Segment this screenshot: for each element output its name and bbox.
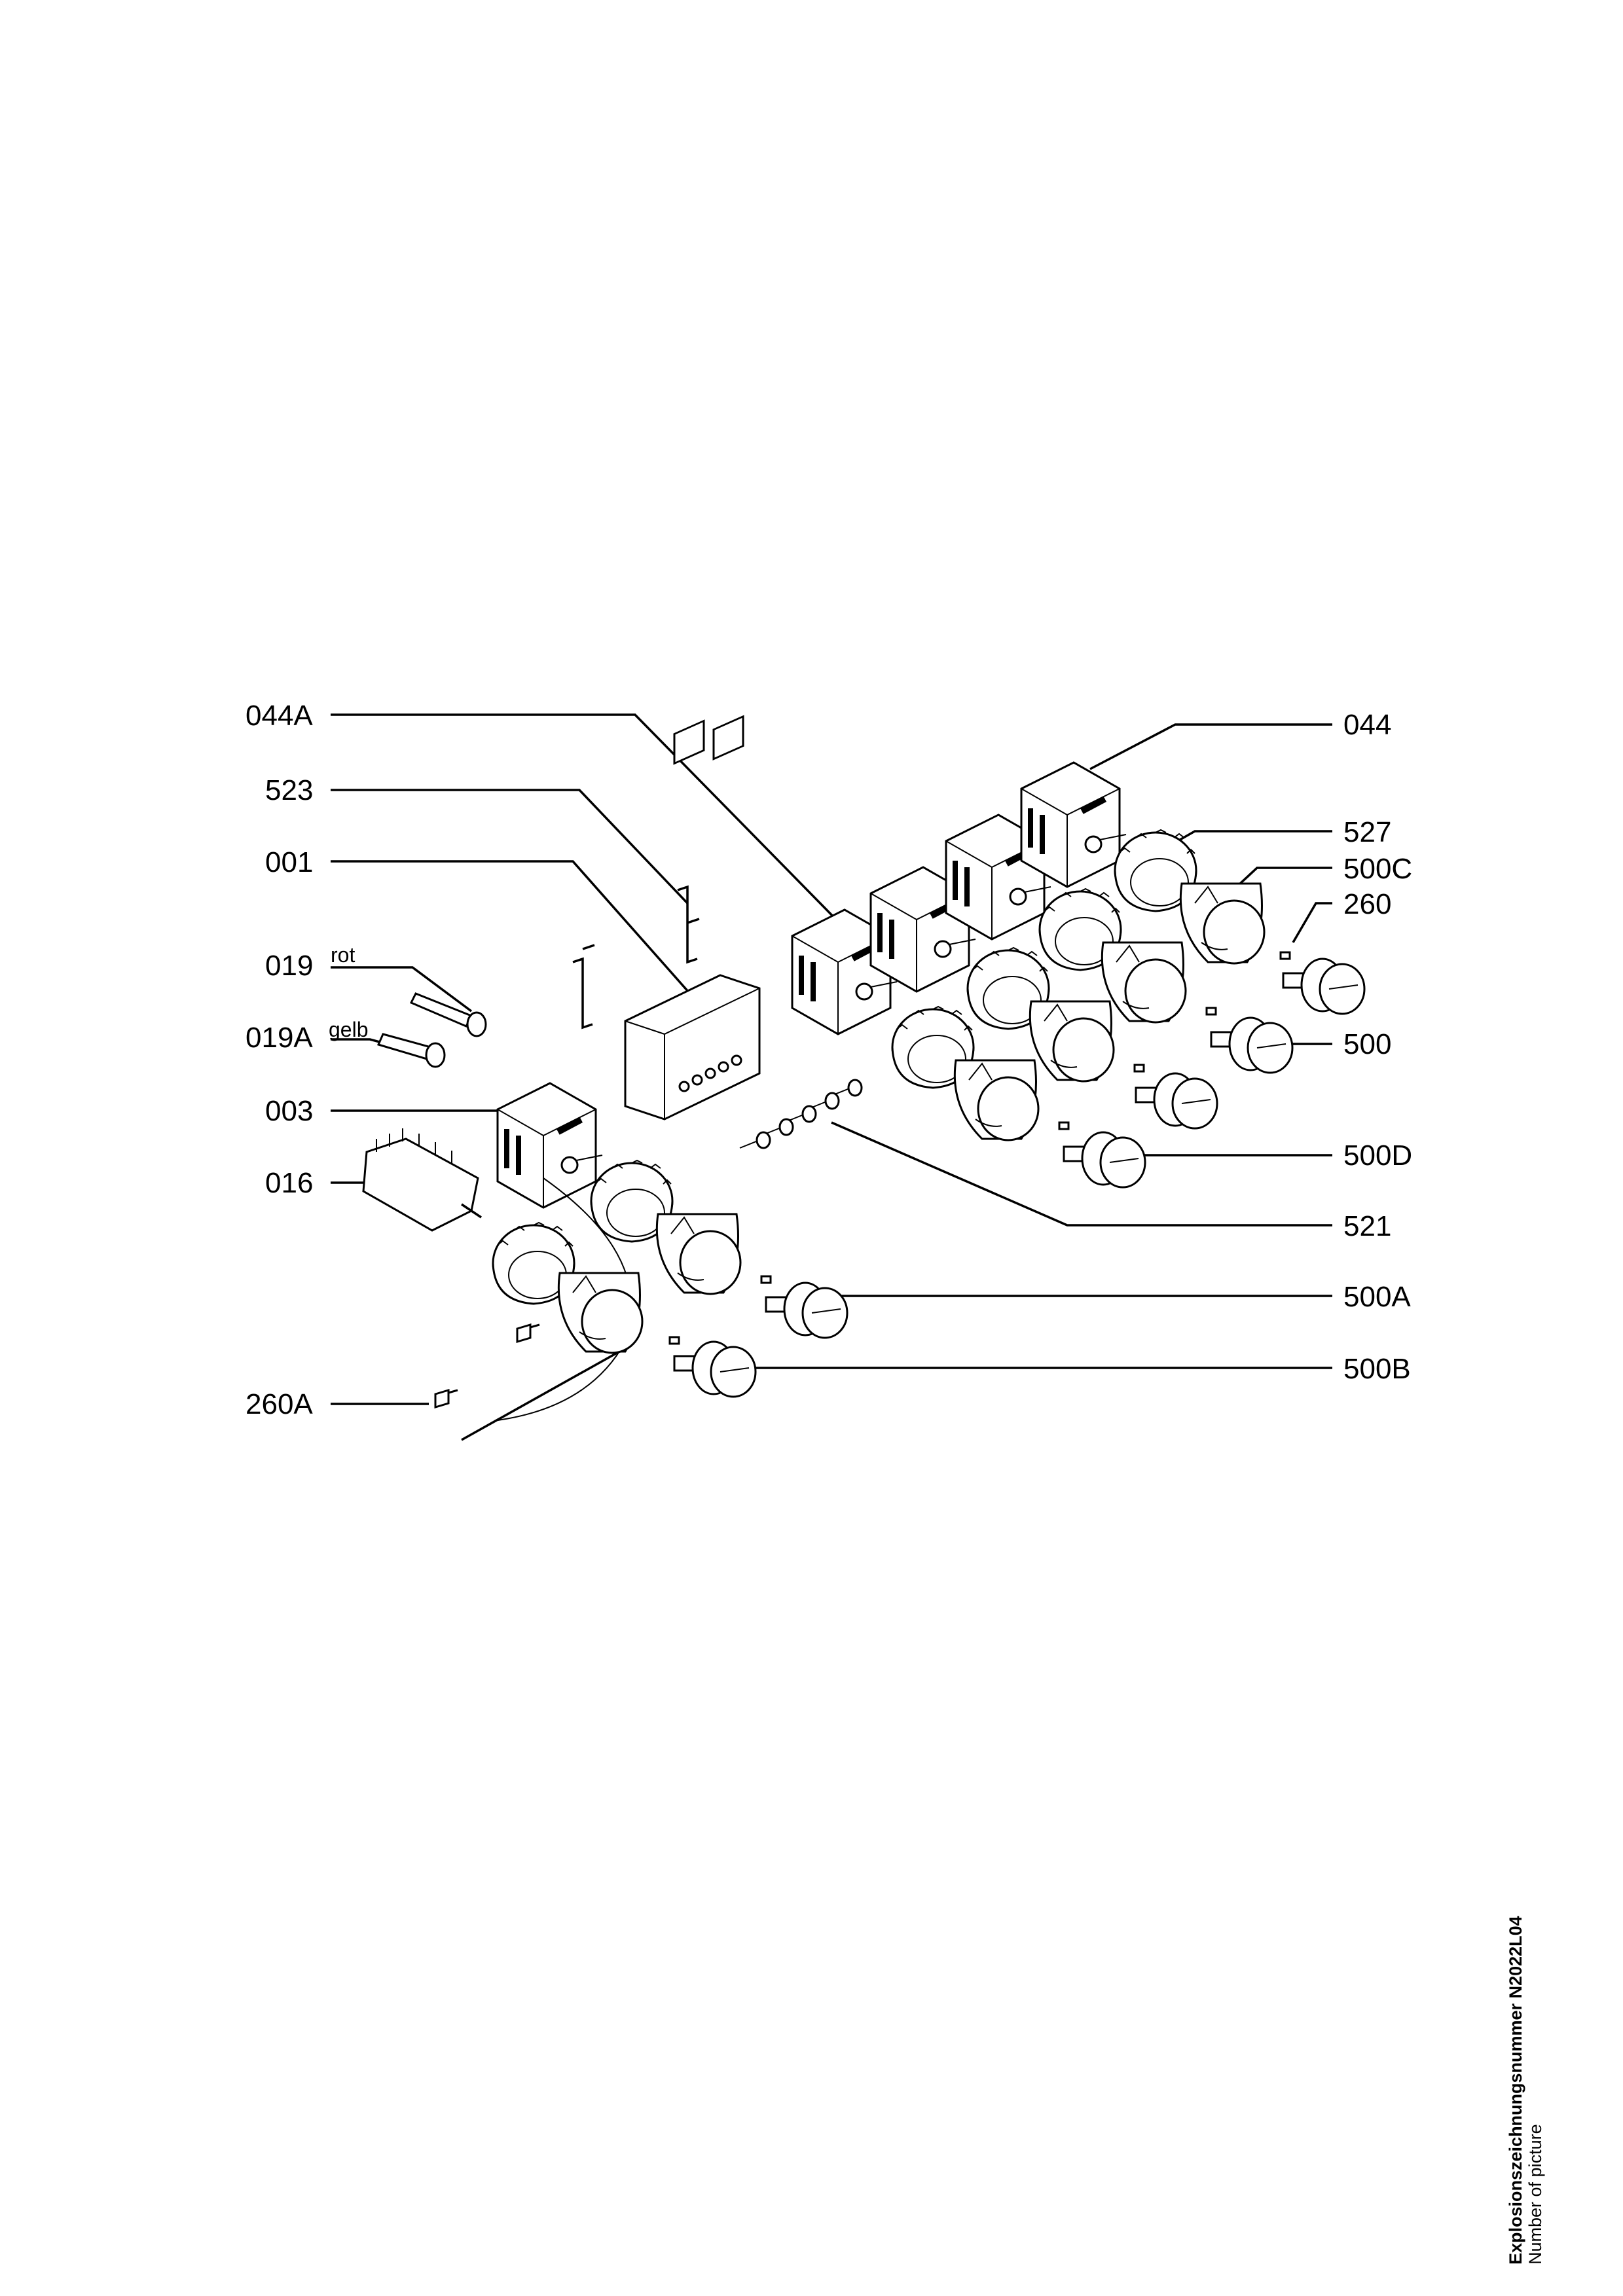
label-019: 019 bbox=[265, 950, 313, 982]
label-003: 003 bbox=[265, 1095, 313, 1127]
part-523-brackets bbox=[572, 885, 700, 1030]
part-019-lamps bbox=[376, 992, 487, 1068]
leader-527 bbox=[1171, 830, 1332, 846]
label-523: 523 bbox=[265, 774, 313, 806]
label-260A: 260A bbox=[246, 1388, 313, 1420]
label-044: 044 bbox=[1343, 709, 1391, 741]
label-500: 500 bbox=[1343, 1028, 1391, 1060]
part-521-pins bbox=[739, 1079, 863, 1149]
part-016-terminal bbox=[362, 1128, 482, 1232]
leader-lines bbox=[331, 713, 1332, 1405]
leader-521 bbox=[831, 1121, 1332, 1227]
part-001-timer bbox=[624, 715, 761, 1121]
leader-523 bbox=[331, 789, 689, 905]
part-260A-clips bbox=[434, 1323, 540, 1409]
leader-044A bbox=[331, 713, 846, 929]
caption-line-1: Explosionszeichnungsnummer N2022L04 bbox=[1506, 1916, 1525, 2265]
note-rot: rot bbox=[331, 943, 355, 967]
label-044A: 044A bbox=[246, 700, 313, 732]
picture-number-caption: Explosionszeichnungsnummer N2022L04 Numb… bbox=[1506, 1820, 1545, 2265]
leader-044 bbox=[1089, 723, 1332, 770]
leader-001 bbox=[331, 860, 695, 999]
label-500A: 500A bbox=[1343, 1281, 1411, 1313]
leader-019 bbox=[331, 966, 473, 1013]
label-521: 521 bbox=[1343, 1210, 1391, 1242]
label-500C: 500C bbox=[1343, 853, 1412, 885]
label-500B: 500B bbox=[1343, 1353, 1411, 1385]
label-001: 001 bbox=[265, 846, 313, 878]
label-260: 260 bbox=[1343, 888, 1391, 920]
leader-260 bbox=[1292, 902, 1332, 943]
label-500D: 500D bbox=[1343, 1139, 1412, 1172]
label-527: 527 bbox=[1343, 816, 1391, 848]
label-019A: 019A bbox=[246, 1022, 313, 1054]
note-gelb: gelb bbox=[329, 1018, 369, 1041]
label-016: 016 bbox=[265, 1167, 313, 1199]
caption-line-2: Number of picture bbox=[1525, 2124, 1545, 2265]
